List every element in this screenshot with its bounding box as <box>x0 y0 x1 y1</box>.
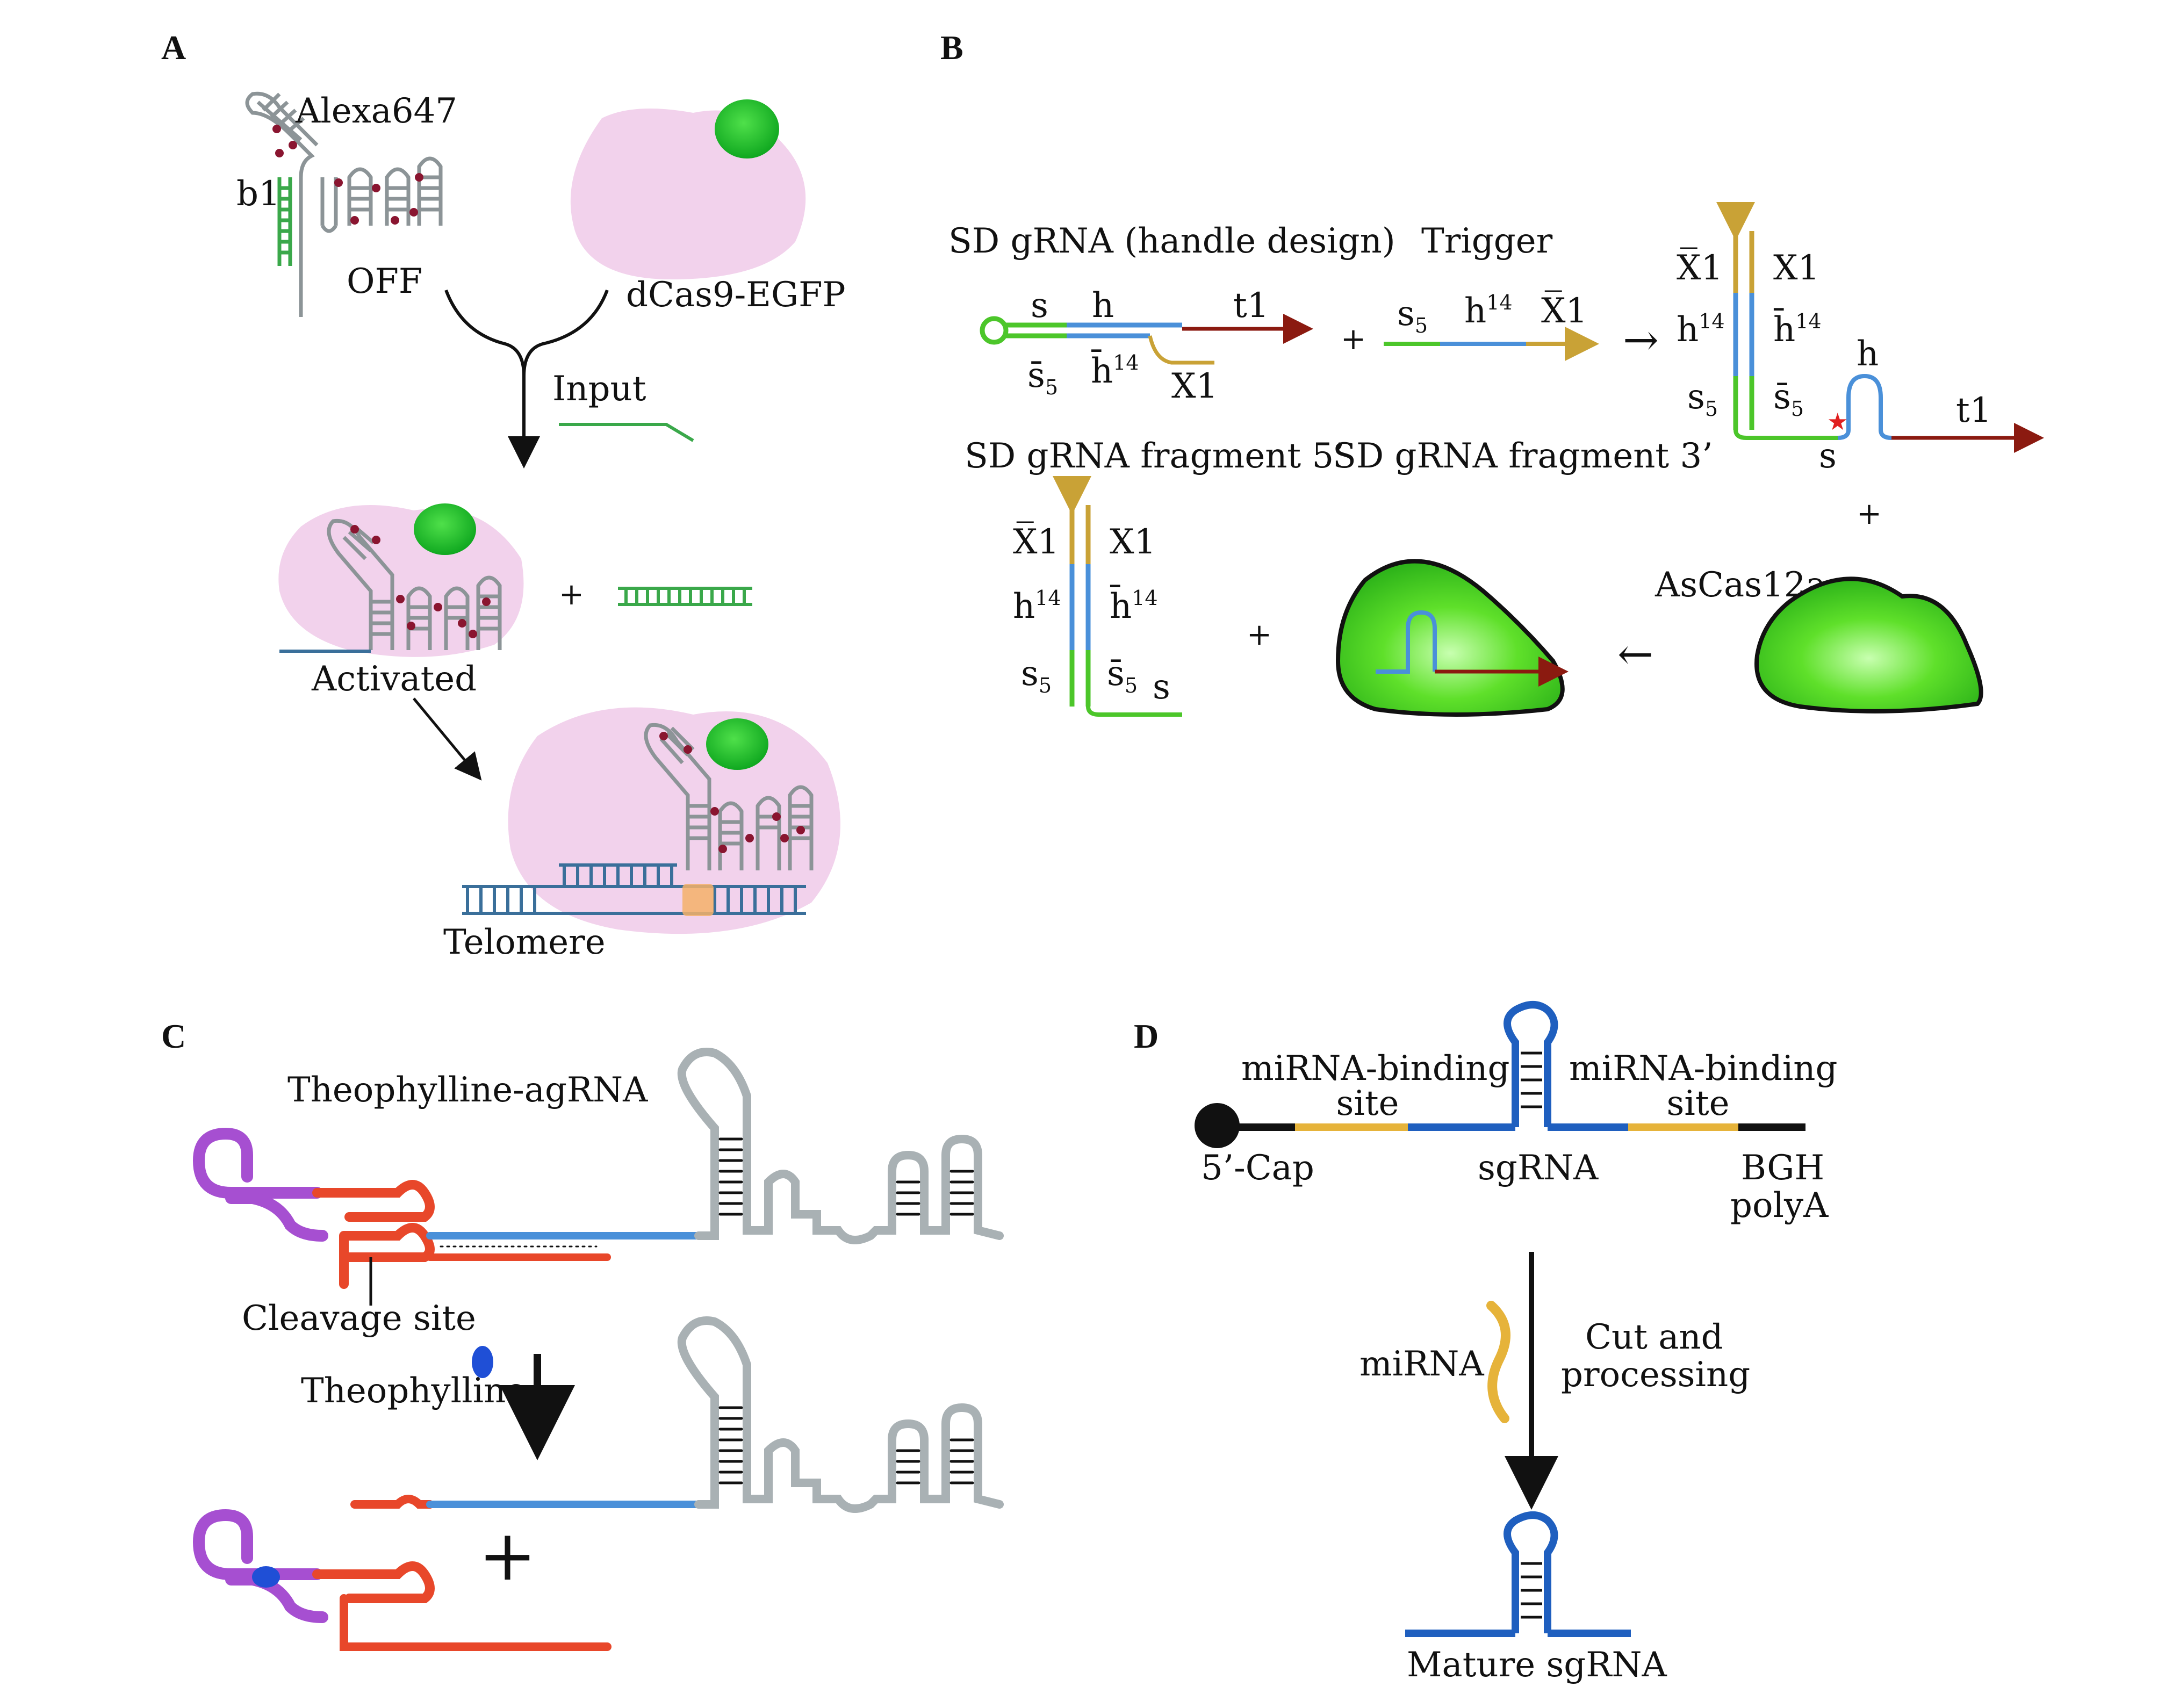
sd-sbar5-label: s̄5 <box>1027 356 1058 399</box>
frag3-label: SD gRNA fragment 3’ <box>1333 436 1713 476</box>
c-plus: + <box>478 1515 537 1596</box>
frag-s-label: s <box>1153 667 1170 707</box>
off-grna-structure <box>245 91 443 317</box>
cleavage-site-label: Cleavage site <box>242 1299 476 1338</box>
mirna-site-2-label: miRNA-binding <box>1569 1049 1837 1089</box>
bound-theophylline-icon <box>252 1566 280 1588</box>
b-arrow-right: → <box>1623 315 1659 365</box>
frag-x1-label: X1 <box>1110 522 1156 562</box>
cleavage-star: ★ <box>1827 408 1848 436</box>
transcript-construct <box>1195 1001 1805 1148</box>
frag5-label: SD gRNA fragment 5’ <box>965 436 1345 476</box>
telomere-label: Telomere <box>443 923 606 962</box>
hybrid-x1bar-label: X̅1 <box>1677 247 1723 288</box>
hybrid-s-label: s <box>1819 436 1837 476</box>
mirna-strand <box>1486 1301 1510 1423</box>
input-label: Input <box>552 369 646 409</box>
trigger-x1bar-label: X̅1 <box>1541 290 1587 331</box>
ascas12a-grna <box>1376 610 1569 687</box>
hybrid-hbar14-label: h̄14 <box>1773 308 1822 350</box>
alexa647-dyes <box>272 125 423 225</box>
hybrid-h-label: h <box>1857 334 1879 374</box>
trigger-title: Trigger <box>1421 221 1553 261</box>
activated-plus: + <box>559 577 584 612</box>
frag-h14-label: h14 <box>1013 586 1061 626</box>
trigger-s5-label: s5 <box>1397 294 1428 337</box>
hybrid-product <box>1716 202 2044 453</box>
b-plus-2: + <box>1857 496 1882 531</box>
panel-c-label: C <box>161 1017 186 1055</box>
merge-curve-right <box>522 289 609 377</box>
b-plus-1: + <box>1341 322 1366 357</box>
sgrna-label: sgRNA <box>1478 1148 1599 1188</box>
panel-d-label: D <box>1134 1017 1159 1055</box>
site-2-label: site <box>1667 1084 1730 1123</box>
hybrid-t1-label: t1 <box>1956 391 1991 430</box>
telomere-dyes <box>659 732 805 853</box>
sd-grna-strand <box>980 314 1313 365</box>
ascas12a-complex <box>1335 559 1565 717</box>
theophylline-label: Theophylline <box>301 1371 526 1411</box>
sd-grna-title: SD gRNA (handle design) <box>948 221 1395 261</box>
mirna-site-1-label: miRNA-binding <box>1241 1049 1509 1089</box>
activated-dyes <box>350 525 491 638</box>
mirna-label: miRNA <box>1359 1344 1484 1384</box>
panel-b: B SD gRNA (handle design) Trigger s h t1… <box>940 28 2044 717</box>
telomere-egfp-icon <box>706 718 768 770</box>
theo-agrna-top <box>192 1048 1004 1289</box>
processing-label: processing <box>1561 1355 1750 1395</box>
hybrid-x1-label: X1 <box>1773 248 1819 288</box>
b1-label: b1 <box>236 174 280 214</box>
cap-label: 5’-Cap <box>1201 1148 1314 1188</box>
panel-c: C Theophylline-agRNA Cleavage site Theop… <box>161 1017 1004 1651</box>
bgh-label: BGH <box>1741 1148 1824 1188</box>
sd-x1-label: X1 <box>1171 366 1218 406</box>
hybrid-sbar5-label: s̄5 <box>1773 377 1804 421</box>
panel-b-label: B <box>940 28 963 67</box>
activated-blob <box>278 505 524 657</box>
panel-a-label: A <box>161 28 186 67</box>
ascas12a-empty-blob <box>1754 576 1983 714</box>
trigger-h14-label: h14 <box>1464 291 1513 331</box>
egfp-icon <box>715 99 779 158</box>
fragment-5-structure <box>1053 476 1182 717</box>
input-strand <box>559 423 694 442</box>
frag-x1bar-label: X̅1 <box>1013 521 1059 562</box>
polya-label: polyA <box>1730 1186 1829 1226</box>
mature-sgrna <box>1405 1511 1631 1637</box>
panel-d: D miRNA-binding site miRNA-binding site … <box>1134 1001 1837 1685</box>
duplex-product <box>618 587 752 606</box>
theo-agrna-cleaved <box>192 1316 1004 1651</box>
frag-sbar5-label: s̄5 <box>1107 654 1138 697</box>
b-plus-3: + <box>1247 617 1272 652</box>
cut-label: Cut and <box>1585 1317 1723 1357</box>
site-1-label: site <box>1336 1084 1399 1123</box>
hybrid-h14-label: h14 <box>1677 309 1725 350</box>
telomere-dna <box>462 863 806 915</box>
panel-a: A Alexa647 b1 OFF dCas9-EGFP <box>161 28 846 962</box>
dcas9-egfp-label: dCas9-EGFP <box>626 275 846 315</box>
activated-egfp-icon <box>414 503 476 555</box>
off-label: OFF <box>347 262 422 301</box>
b1-strand <box>277 177 292 266</box>
sd-hbar14-label: h̄14 <box>1091 349 1139 391</box>
merge-curve-left <box>444 289 526 377</box>
hybrid-s5-label: s5 <box>1687 377 1718 421</box>
frag-s5-label: s5 <box>1021 654 1052 697</box>
frag-hbar14-label: h̄14 <box>1110 585 1158 626</box>
sd-s-label: s <box>1031 286 1048 326</box>
sd-h-label: h <box>1092 286 1114 326</box>
mature-sgrna-label: Mature sgRNA <box>1407 1645 1667 1685</box>
sd-t1-label: t1 <box>1233 286 1269 326</box>
telomere-arrow <box>413 697 482 781</box>
pam-site <box>682 884 714 916</box>
b-arrow-left: ← <box>1617 629 1653 679</box>
activated-label: Activated <box>311 659 477 699</box>
alexa647-label: Alexa647 <box>295 91 457 131</box>
theophylline-agrna-label: Theophylline-agRNA <box>287 1070 648 1110</box>
theophylline-molecule-icon <box>472 1346 493 1378</box>
